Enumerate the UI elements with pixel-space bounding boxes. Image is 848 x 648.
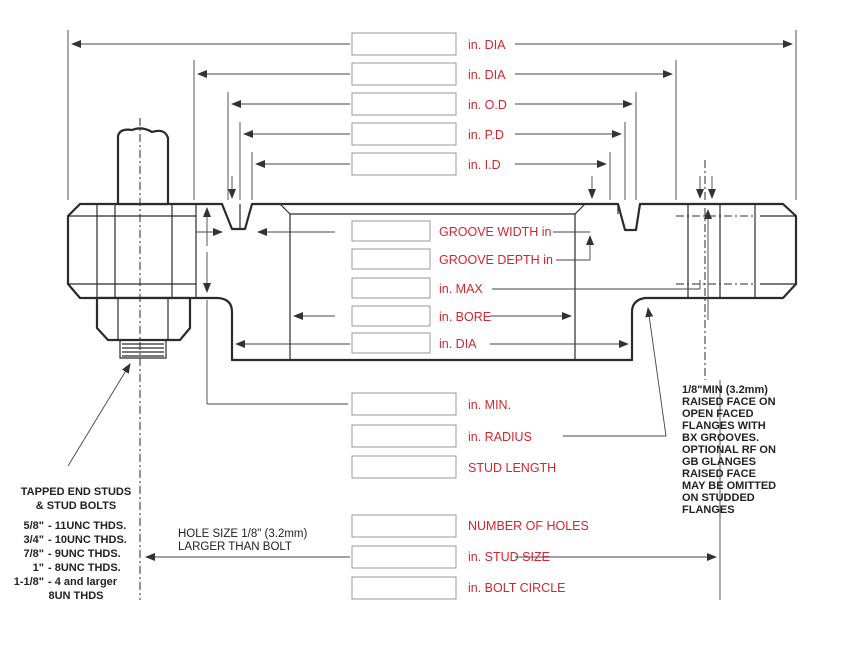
- rf-note-line: FLANGES: [682, 504, 735, 516]
- groove-width-label: GROOVE WIDTH in: [439, 225, 552, 239]
- groove-pd-label: in. P.D: [468, 128, 504, 142]
- thread-size: 1": [33, 562, 44, 574]
- hub-dia-label: in. DIA: [439, 337, 477, 351]
- bolt-circle-label: in. BOLT CIRCLE: [468, 581, 566, 595]
- stud-size-field[interactable]: [351, 545, 457, 569]
- rf-note-line: GB GLANGES: [682, 456, 756, 468]
- groove-depth-label: GROOVE DEPTH in: [439, 253, 553, 267]
- thread-spec: - 8UNC THDS.: [48, 562, 121, 574]
- rf-note-line: OPEN FACED: [682, 408, 754, 420]
- min-field[interactable]: [351, 392, 457, 416]
- thread-size: 7/8": [23, 548, 44, 560]
- rf-dia-field[interactable]: [351, 62, 457, 86]
- number-of-holes-field[interactable]: [351, 514, 457, 538]
- stud-length-field[interactable]: [351, 455, 457, 479]
- groove-depth-field[interactable]: [351, 248, 431, 270]
- max-label: in. MAX: [439, 282, 483, 296]
- stud-size-label: in. STUD SIZE: [468, 550, 550, 564]
- studs-note: TAPPED END STUDS & STUD BOLTS 5/8" - 11U…: [14, 486, 132, 602]
- thread-size: 1-1/8": [14, 576, 44, 588]
- groove-od-field[interactable]: [351, 92, 457, 116]
- thread-spec: - 4 and larger: [48, 576, 118, 588]
- bolt-circle-field[interactable]: [351, 576, 457, 600]
- radius-label: in. RADIUS: [468, 430, 532, 444]
- thread-spec: - 10UNC THDS.: [48, 534, 127, 546]
- rf-note-line: BX GROOVES.: [682, 432, 759, 444]
- thread-size: 3/4": [23, 534, 44, 546]
- groove-pd-field[interactable]: [351, 122, 457, 146]
- flange-dia-label: in. DIA: [468, 38, 506, 52]
- raised-face-note: 1/8"MIN (3.2mm) RAISED FACE ON OPEN FACE…: [682, 384, 776, 516]
- thread-spec: - 11UNC THDS.: [48, 520, 126, 532]
- rf-note-line: RAISED FACE: [682, 468, 756, 480]
- thread-spec: - 9UNC THDS.: [48, 548, 121, 560]
- stud-bolt: [116, 127, 170, 206]
- min-label: in. MIN.: [468, 398, 511, 412]
- rf-note-line: RAISED FACE ON: [682, 396, 776, 408]
- studs-note-title: TAPPED END STUDS: [21, 486, 131, 498]
- rf-dia-label: in. DIA: [468, 68, 506, 82]
- max-field[interactable]: [351, 277, 431, 299]
- hole-note-line-1: HOLE SIZE 1/8" (3.2mm): [178, 528, 308, 540]
- rf-note-line: OPTIONAL RF ON: [682, 444, 776, 456]
- thread-size: 5/8": [23, 520, 44, 532]
- stud-length-label: STUD LENGTH: [468, 461, 556, 475]
- groove-width-field[interactable]: [351, 220, 431, 242]
- stud-nut: [95, 296, 192, 342]
- number-of-holes-label: NUMBER OF HOLES: [468, 519, 589, 533]
- rf-note-line: ON STUDDED: [682, 492, 755, 504]
- studs-note-title: & STUD BOLTS: [36, 500, 116, 512]
- groove-id-field[interactable]: [351, 152, 457, 176]
- flange-dia-field[interactable]: [351, 32, 457, 56]
- groove-id-label: in. I.D: [468, 158, 501, 172]
- rf-note-line: 1/8"MIN (3.2mm): [682, 384, 768, 396]
- rf-note-line: MAY BE OMITTED: [682, 480, 776, 492]
- thread-spec-last: 8UN THDS: [48, 590, 103, 602]
- bore-field[interactable]: [351, 305, 431, 327]
- hole-note-line-2: LARGER THAN BOLT: [178, 541, 292, 553]
- hub-dia-field[interactable]: [351, 332, 431, 354]
- rf-note-line: FLANGES WITH: [682, 420, 766, 432]
- groove-od-label: in. O.D: [468, 98, 507, 112]
- bore-label: in. BORE: [439, 310, 491, 324]
- radius-field[interactable]: [351, 424, 457, 448]
